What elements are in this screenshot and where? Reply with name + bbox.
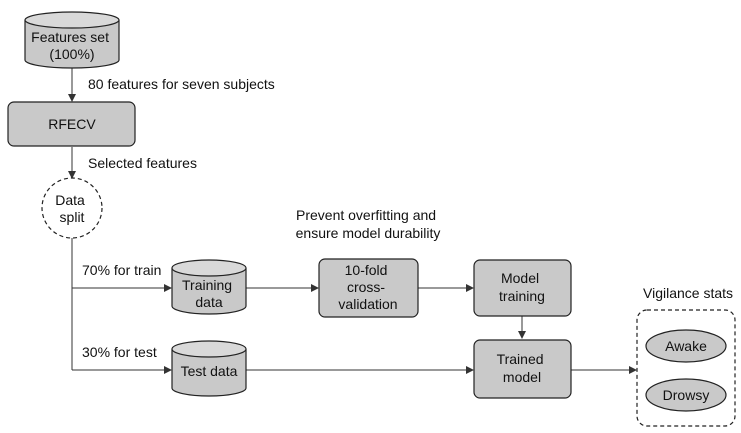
svg-text:Model training: Model training bbox=[499, 270, 545, 304]
test-data-label: Test data bbox=[181, 363, 238, 379]
svg-text:10-fold cross- val: 10-fold cross- validation bbox=[338, 262, 397, 312]
model-training-label-line2: training bbox=[499, 288, 545, 304]
data-split-label-line1: Data bbox=[55, 192, 85, 208]
trained-model-label-line1: Trained bbox=[497, 351, 544, 367]
awake-label: Awake bbox=[665, 338, 707, 354]
vigilance-stats-label: Vigilance stats bbox=[643, 285, 733, 301]
svg-text:Features set (100%): Features set (100%) bbox=[31, 29, 113, 62]
training-data-label-line2: data bbox=[195, 294, 222, 310]
features-set-node: Features set (100%) bbox=[24, 11, 120, 69]
data-split-label-line2: split bbox=[60, 209, 85, 225]
svg-text:Training data: Training data bbox=[182, 277, 236, 310]
overfitting-note: Prevent overfitting and ensure model dur… bbox=[296, 207, 441, 241]
model-training-label-line1: Model bbox=[501, 270, 539, 286]
data-split-node: Data split bbox=[41, 177, 103, 239]
selected-features-label: Selected features bbox=[88, 155, 197, 171]
training-data-label-line1: Training bbox=[182, 277, 232, 293]
rfecv-node: RFECV bbox=[7, 101, 136, 147]
awake-node bbox=[645, 329, 727, 363]
train-split-label: 70% for train bbox=[82, 262, 161, 278]
cv-label-line2: cross- bbox=[347, 279, 385, 295]
trained-model-node: Trained model bbox=[473, 339, 572, 399]
test-data-node: Test data bbox=[171, 340, 247, 397]
overfitting-note-line2: ensure model durability bbox=[296, 225, 441, 241]
rfecv-label: RFECV bbox=[48, 116, 96, 132]
features-count-label: 80 features for seven subjects bbox=[88, 76, 275, 92]
features-set-label-line1: Features set bbox=[31, 29, 109, 45]
features-set-label-line2: (100%) bbox=[49, 46, 94, 62]
test-split-label: 30% for test bbox=[82, 344, 157, 360]
drowsy-label: Drowsy bbox=[663, 387, 710, 403]
cross-validation-node: 10-fold cross- validation bbox=[318, 258, 419, 318]
cv-label-line1: 10-fold bbox=[345, 262, 388, 278]
svg-text:Data split: Data split bbox=[55, 192, 88, 225]
overfitting-note-line1: Prevent overfitting and bbox=[296, 207, 436, 223]
vigilance-stats-group: Awake Drowsy bbox=[636, 309, 736, 427]
model-training-node: Model training bbox=[473, 259, 572, 317]
svg-text:Trained model: Trained model bbox=[497, 351, 548, 385]
trained-model-label-line2: model bbox=[503, 369, 541, 385]
training-data-node: Training data bbox=[171, 259, 247, 315]
drowsy-node bbox=[645, 378, 727, 412]
cv-label-line3: validation bbox=[338, 296, 397, 312]
